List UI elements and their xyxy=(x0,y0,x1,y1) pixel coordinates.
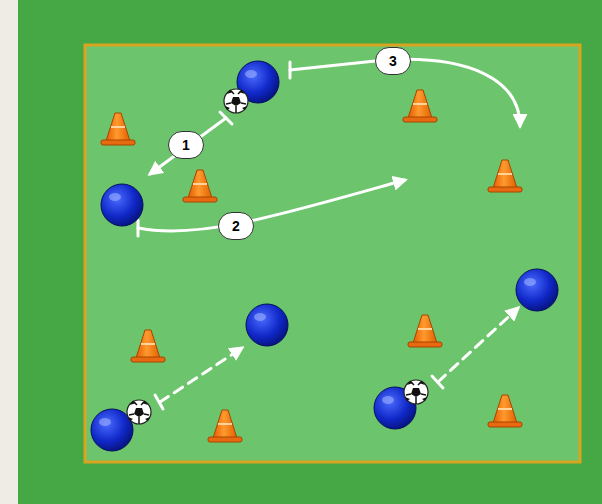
callout-number: 3 xyxy=(375,47,411,75)
callout-number: 2 xyxy=(218,212,254,240)
callout-number: 1 xyxy=(168,131,204,159)
